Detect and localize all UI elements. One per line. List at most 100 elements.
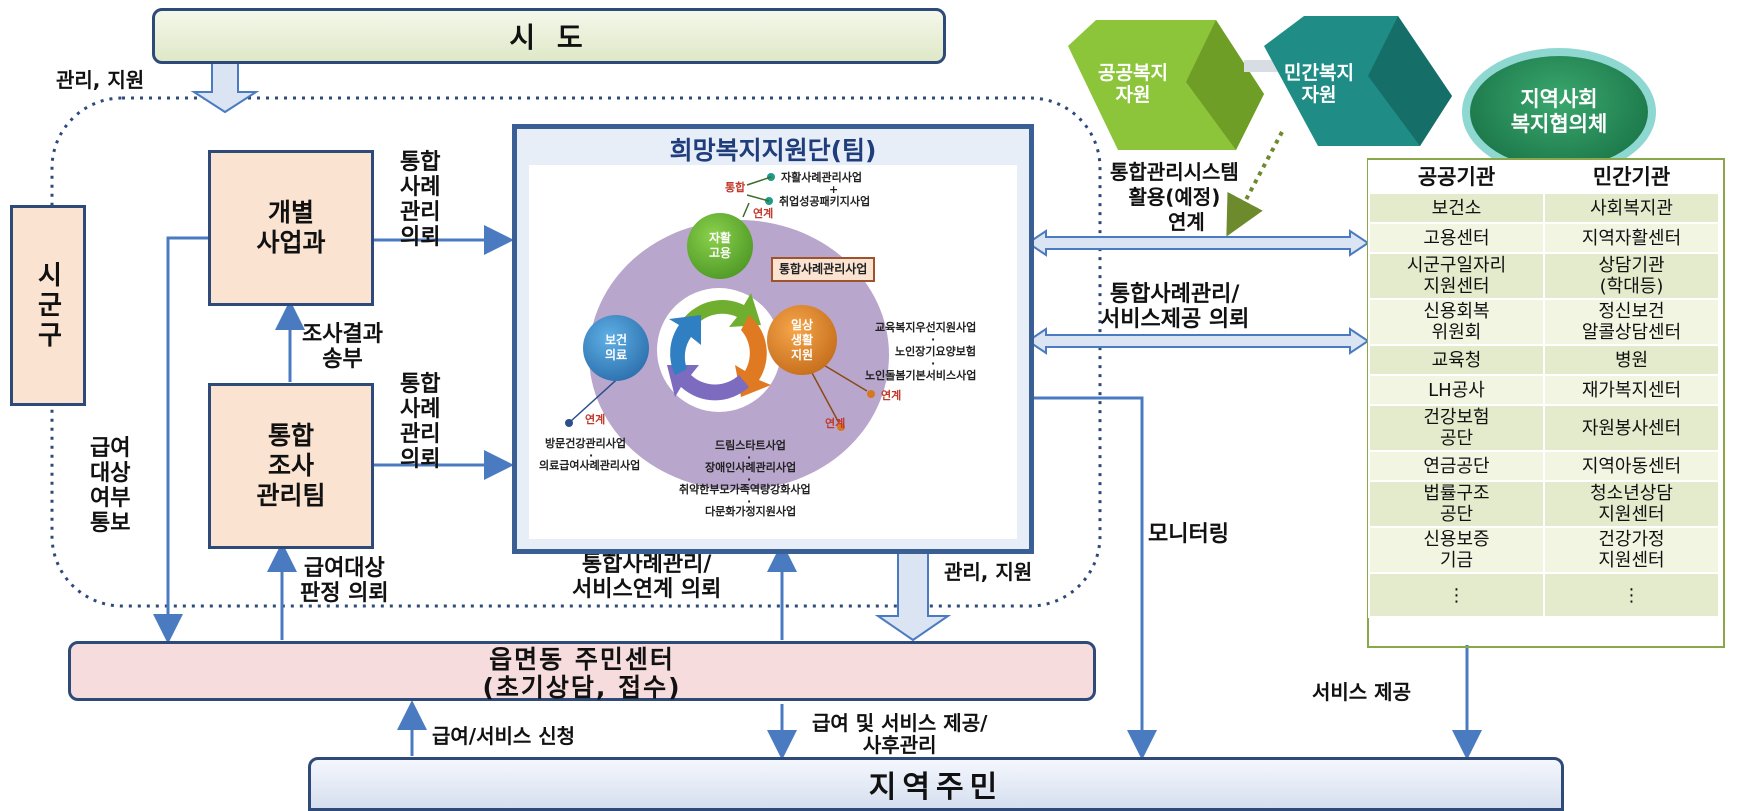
yeongye-right-small: 연계 <box>881 389 902 402</box>
header-private: 민간기관 <box>1543 160 1720 194</box>
case-service-provide-l2: 서비스제공 의뢰 <box>1100 307 1250 332</box>
plus-3: · <box>931 357 936 370</box>
benefit-provide-label: 급여 및 서비스 제공/ 사후관리 <box>812 712 987 756</box>
public-institution-cell: 보건소 <box>1368 192 1545 224</box>
visit-text: 방문건강관리사업 <box>545 437 626 450</box>
private-institution-cell: 건강가정 지원센터 <box>1543 526 1720 574</box>
benefit-request-label: 급여대상 판정 의뢰 <box>300 556 389 606</box>
case-service-provide-label: 통합사례관리/ 서비스제공 의뢰 <box>1100 282 1249 332</box>
yeongye-label: 연계 <box>1168 210 1205 234</box>
daily-l1: 일상 <box>790 317 814 332</box>
individual-dept-box: 개별 사업과 <box>208 150 374 306</box>
medical-text: 의료급여사례관리사업 <box>539 459 641 472</box>
yeongye-small-1: 연계 <box>753 207 774 220</box>
private-institution-cell: 재가복지센터 <box>1543 374 1720 406</box>
institutions-header-row: 공공기관 민간기관 <box>1368 160 1720 194</box>
team-title: 희망복지지원단(팀) <box>669 136 877 165</box>
cycle-green <box>679 293 761 333</box>
system-use-l2: 활용(예정) <box>1128 185 1221 209</box>
cycle-orange <box>735 315 771 397</box>
council-l2: 복지협의체 <box>1510 112 1608 136</box>
benefit-notify-label: 급여 대상 여부 통보 <box>90 436 130 536</box>
public-institution-cell: LH공사 <box>1368 374 1545 406</box>
plus-2: · <box>931 333 936 346</box>
public-institution-cell: 연금공단 <box>1368 450 1545 482</box>
case-service-provide-l1: 통합사례관리/ <box>1109 282 1240 307</box>
cycle-purple <box>667 365 749 401</box>
case-request-label-1: 통합 사례 관리 의뢰 <box>400 150 440 250</box>
case-request-label-2: 통합 사례 관리 의뢰 <box>400 372 440 472</box>
plus-1: + <box>829 183 839 196</box>
benefit-request-l2: 판정 의뢰 <box>300 581 389 606</box>
plus-6: · <box>747 473 752 486</box>
benefit-request-l1: 급여대상 <box>303 556 385 581</box>
private-institution-cell: 자원봉사센터 <box>1543 404 1720 452</box>
public-institution-cell: 시군구일자리 지원센터 <box>1368 252 1545 300</box>
senior-service-text: 노인돌봄기본서비스사업 <box>865 369 977 382</box>
edu-text: 교육복지우선지원사업 <box>875 321 977 334</box>
hollow-arrow-team <box>874 544 952 642</box>
public-resource-l2: 자원 <box>1115 84 1151 106</box>
private-resource-l1: 민간복지 <box>1284 62 1354 84</box>
yeongye-right-small-2: 연계 <box>825 417 846 430</box>
public-institution-cell: 건강보험 공단 <box>1368 404 1545 452</box>
service-provide-label: 서비스 제공 <box>1312 680 1411 704</box>
disabled-text: 장애인사례관리사업 <box>705 461 797 474</box>
survey-line-1: 통합 <box>267 421 314 450</box>
private-institution-cell: 청소년상담 지원센터 <box>1543 480 1720 528</box>
case-service-request-l2: 서비스연계 의뢰 <box>572 577 722 602</box>
private-institution-cell: 지역아동센터 <box>1543 450 1720 482</box>
private-institution-cell: 병원 <box>1543 344 1720 376</box>
private-institution-cell: 정신보건 알콜상담센터 <box>1543 298 1720 346</box>
daily-l3: 지원 <box>790 347 814 362</box>
daily-l2: 생활 <box>790 332 814 347</box>
benefit-notify-l1: 급여 <box>90 436 131 461</box>
individual-line-1: 개별 <box>267 198 314 227</box>
plus-4: · <box>589 449 594 462</box>
jahwal-l1: 자활 <box>708 231 732 245</box>
survey-line-3: 관리팀 <box>256 481 326 510</box>
cycle-blue <box>669 315 701 375</box>
public-institution-cell: 신용보증 기금 <box>1368 526 1545 574</box>
private-institution-cell: 사회복지관 <box>1543 192 1720 224</box>
private-resource-l2: 자원 <box>1301 84 1337 106</box>
private-resource-label: 민간복지 자원 <box>1284 62 1354 106</box>
monitoring-label: 모니터링 <box>1148 522 1229 547</box>
double-arrow-2 <box>1026 327 1370 355</box>
plus-5: · <box>747 451 752 464</box>
senior-care-text: 노인장기요양보험 <box>895 345 976 358</box>
tonghap-small: 통합 <box>725 181 746 194</box>
health-l1: 보건 <box>604 333 628 347</box>
survey-result-l2: 송부 <box>322 347 363 372</box>
public-institution-cell: 교육청 <box>1368 344 1545 376</box>
case-request-2-l2: 사례 <box>400 397 441 422</box>
case-request-2-l3: 관리 <box>400 422 441 447</box>
manage-support-top-label: 관리, 지원 <box>56 68 145 92</box>
survey-line-2: 조사 <box>267 451 314 480</box>
benefit-provide-l2: 사후관리 <box>862 733 937 757</box>
public-institution-cell: 고용센터 <box>1368 222 1545 254</box>
benefit-notify-l3: 여부 <box>90 486 131 511</box>
public-institution-cell: 법률구조 공단 <box>1368 480 1545 528</box>
public-institution-cell: 신용회복 위원회 <box>1368 298 1545 346</box>
survey-result-l1: 조사결과 <box>302 322 383 347</box>
case-request-1-l3: 관리 <box>400 200 441 225</box>
yeongye-left-small: 연계 <box>585 413 606 426</box>
sido-box: 시 도 <box>152 8 946 64</box>
private-institution-cell: 지역자활센터 <box>1543 222 1720 254</box>
